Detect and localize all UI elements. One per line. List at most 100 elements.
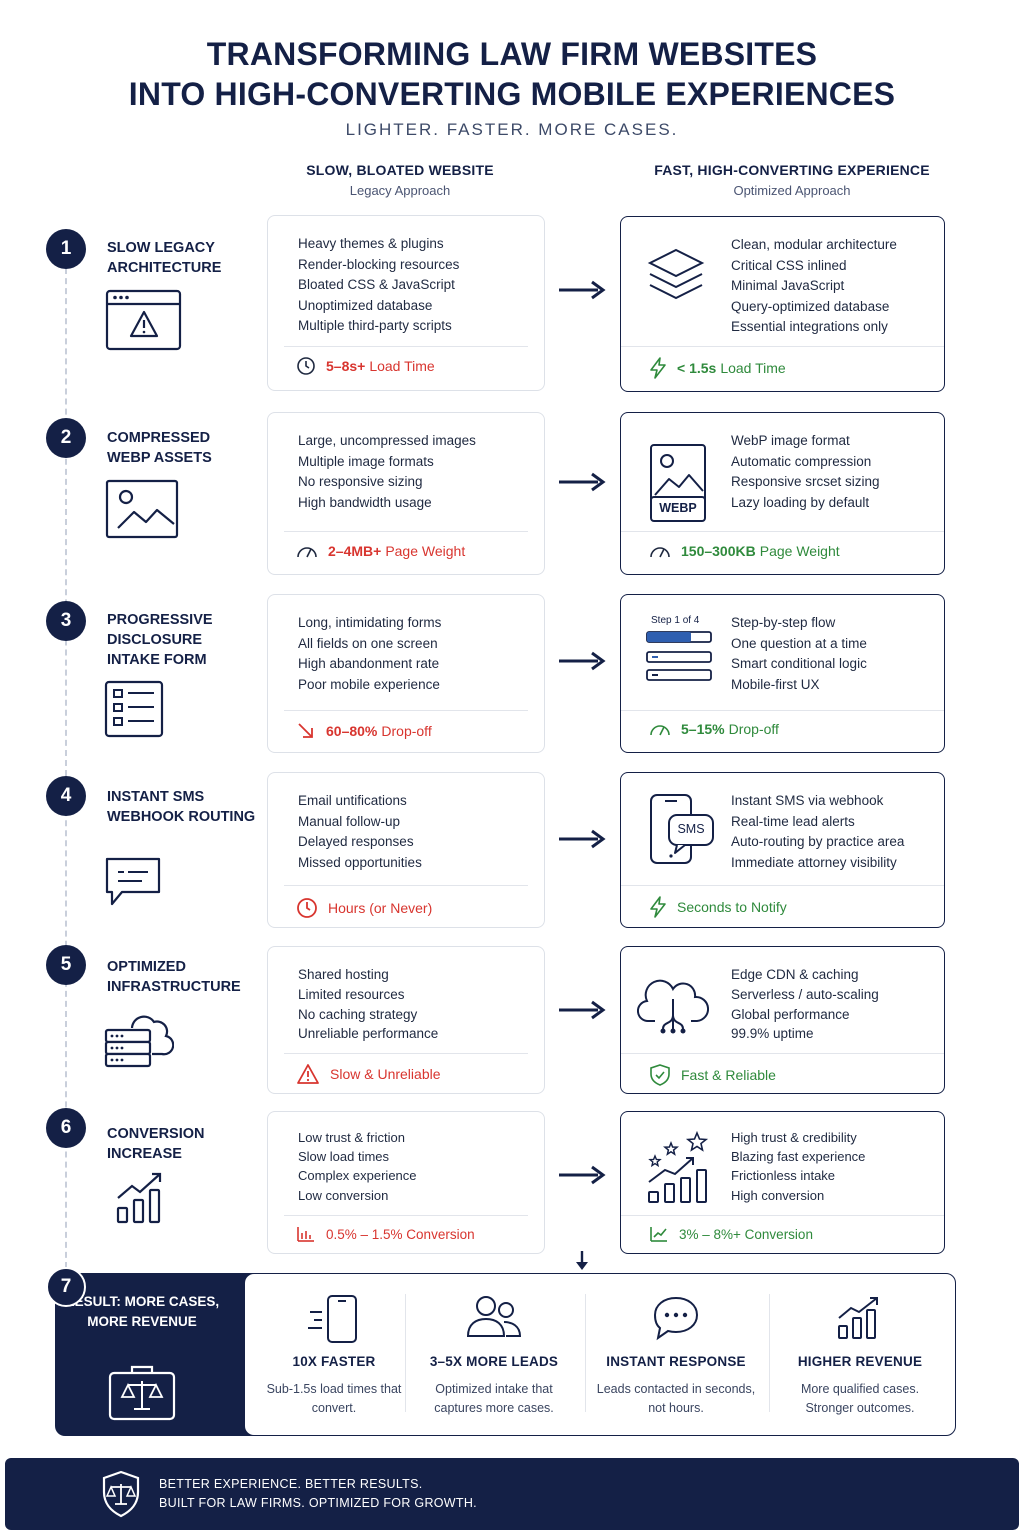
step-2-legacy-card: Large, uncompressed images Multiple imag… [267,412,545,575]
metric-value: 5–15% [681,721,725,737]
step-6-legacy-list: Low trust & friction Slow load times Com… [298,1128,417,1205]
step-3-legacy-metric: 60–80%Drop-off [296,721,432,741]
list-item: Auto-routing by practice area [731,834,905,850]
list-item: No caching strategy [298,1006,418,1022]
cloud-network-icon [637,971,709,1042]
sms-label: SMS [677,822,705,836]
arrow-right-icon [559,1165,606,1185]
list-item: Shared hosting [298,967,389,982]
step-5-optimized-card: Edge CDN & caching Serverless / auto-sca… [620,946,945,1094]
step-6-number: 6 [46,1108,86,1148]
result-title: RESULT: MORE CASES, MORE REVENUE [64,1294,220,1329]
list-item: Mobile-first UX [731,676,820,692]
list-item: Serverless / auto-scaling [731,986,879,1002]
divider [769,1294,770,1412]
list-item: Low trust & friction [298,1130,405,1145]
optimized-column-title: FAST, HIGH-CONVERTING EXPERIENCE [654,162,930,178]
metric-label: 3% – 8%+ Conversion [679,1226,813,1242]
layers-icon [647,247,705,308]
list-item: Slow load times [298,1149,390,1165]
list-item: Critical CSS inlined [731,257,847,273]
gauge-icon [650,547,670,558]
benefit-description: Sub-1.5s load times that convert. [266,1382,402,1415]
metric-label: Load Time [369,358,435,374]
list-item: Multiple third-party scripts [298,318,452,334]
stars-growth-icon [645,1130,715,1211]
step-1-title: SLOW LEGACY ARCHITECTURE [107,240,222,276]
list-item: WebP image format [731,433,850,448]
step-5-legacy-list: Shared hosting Limited resources No cach… [298,965,438,1044]
step-4-legacy-list: Email untifications Manual follow-up Del… [298,791,422,873]
metric-label: Drop-off [381,723,432,739]
list-item: Render-blocking resources [298,256,460,272]
result-benefits-panel: 10X FASTER Sub-1.5s load times that conv… [244,1273,956,1436]
step-5-legacy-card: Shared hosting Limited resources No cach… [267,946,545,1094]
step-4-legacy-metric: Hours (or Never) [296,897,432,919]
list-item: Clean, modular architecture [731,237,897,252]
metric-label: Page Weight [759,543,840,559]
users-icon [405,1294,583,1340]
step-2-title: COMPRESSED WEBP ASSETS [107,430,212,466]
list-item: Manual follow-up [298,813,401,829]
metric-label: Slow & Unreliable [330,1066,441,1082]
divider [621,885,944,886]
benefit-revenue: HIGHER REVENUE More qualified cases. Str… [771,1274,949,1434]
list-item: One question at a time [731,635,867,651]
benefit-title: INSTANT RESPONSE [606,1354,746,1369]
arrow-right-icon [559,651,606,671]
step-1-legacy-list: Heavy themes & plugins Render-blocking r… [298,234,459,337]
step-6-optimized-card: High trust & credibility Blazing fast ex… [620,1111,945,1254]
step-4-optimized-list: Instant SMS via webhook Real-time lead a… [731,791,904,873]
benefit-description: Leads contacted in seconds, not hours. [596,1382,756,1415]
legacy-column-subtitle: Legacy Approach [349,183,451,198]
step-3-optimized-metric: 5–15%Drop-off [649,721,779,737]
trend-down-icon [298,723,313,738]
step-4-number: 4 [46,776,86,816]
image-icon [104,478,180,545]
step-6-title: CONVERSION INCREASE [107,1126,205,1162]
list-item: Blazing fast experience [731,1149,866,1165]
list-item: Heavy themes & plugins [298,236,444,251]
list-item: No responsive sizing [298,474,423,490]
step-6-legacy-metric: 0.5% – 1.5% Conversion [296,1225,475,1243]
list-item: Lazy loading by default [731,494,870,510]
legacy-column-title: SLOW, BLOATED WEBSITE [306,162,494,178]
benefit-leads: 3–5X MORE LEADS Optimized intake that ca… [405,1274,583,1434]
step-5-optimized-list: Edge CDN & caching Serverless / auto-sca… [731,965,879,1044]
divider [621,710,944,711]
timeline-dashed-line [65,258,67,1278]
lightning-icon [650,896,666,918]
step-4-optimized-metric: Seconds to Notify [649,896,787,918]
list-item: Query-optimized database [731,298,890,314]
divider [621,531,944,532]
step-1-number: 1 [46,229,86,269]
line-chart-up-icon [650,1227,667,1242]
server-cloud-icon [104,1008,175,1075]
arrow-right-icon [559,1000,606,1020]
list-item: High bandwidth usage [298,494,432,510]
result-number: 7 [46,1267,86,1307]
step-5-optimized-metric: Fast & Reliable [649,1063,776,1087]
step-1-optimized-card: Clean, modular architecture Critical CSS… [620,216,945,392]
shield-check-icon [650,1064,670,1086]
step-2-legacy-metric: 2–4MB+Page Weight [296,543,465,559]
list-item: 99.9% uptime [731,1026,814,1042]
page-title-line-2: INTO HIGH-CONVERTING MOBILE EXPERIENCES [128,76,896,112]
step-5-title: OPTIMIZED INFRASTRUCTURE [107,959,241,995]
benefit-description: More qualified cases. Stronger outcomes. [800,1382,920,1415]
bar-chart-down-icon [297,1227,314,1242]
divider [621,346,944,347]
legacy-column-header: SLOW, BLOATED WEBSITE Legacy Approach [267,162,533,198]
stepper-form-icon: Step 1 of 4 [645,615,715,687]
divider [284,1215,528,1216]
growth-bars-icon [771,1294,949,1340]
step-2-optimized-card: WEBP WebP image format Automatic compres… [620,412,945,575]
step-3-legacy-card: Long, intimidating forms All fields on o… [267,594,545,753]
page-subtitle: LIGHTER. FASTER. MORE CASES. [345,120,679,139]
list-item: Real-time lead alerts [731,813,855,829]
chat-dots-icon [587,1294,765,1342]
list-item: Immediate attorney visibility [731,854,897,870]
benefit-response: INSTANT RESPONSE Leads contacted in seco… [587,1274,765,1434]
